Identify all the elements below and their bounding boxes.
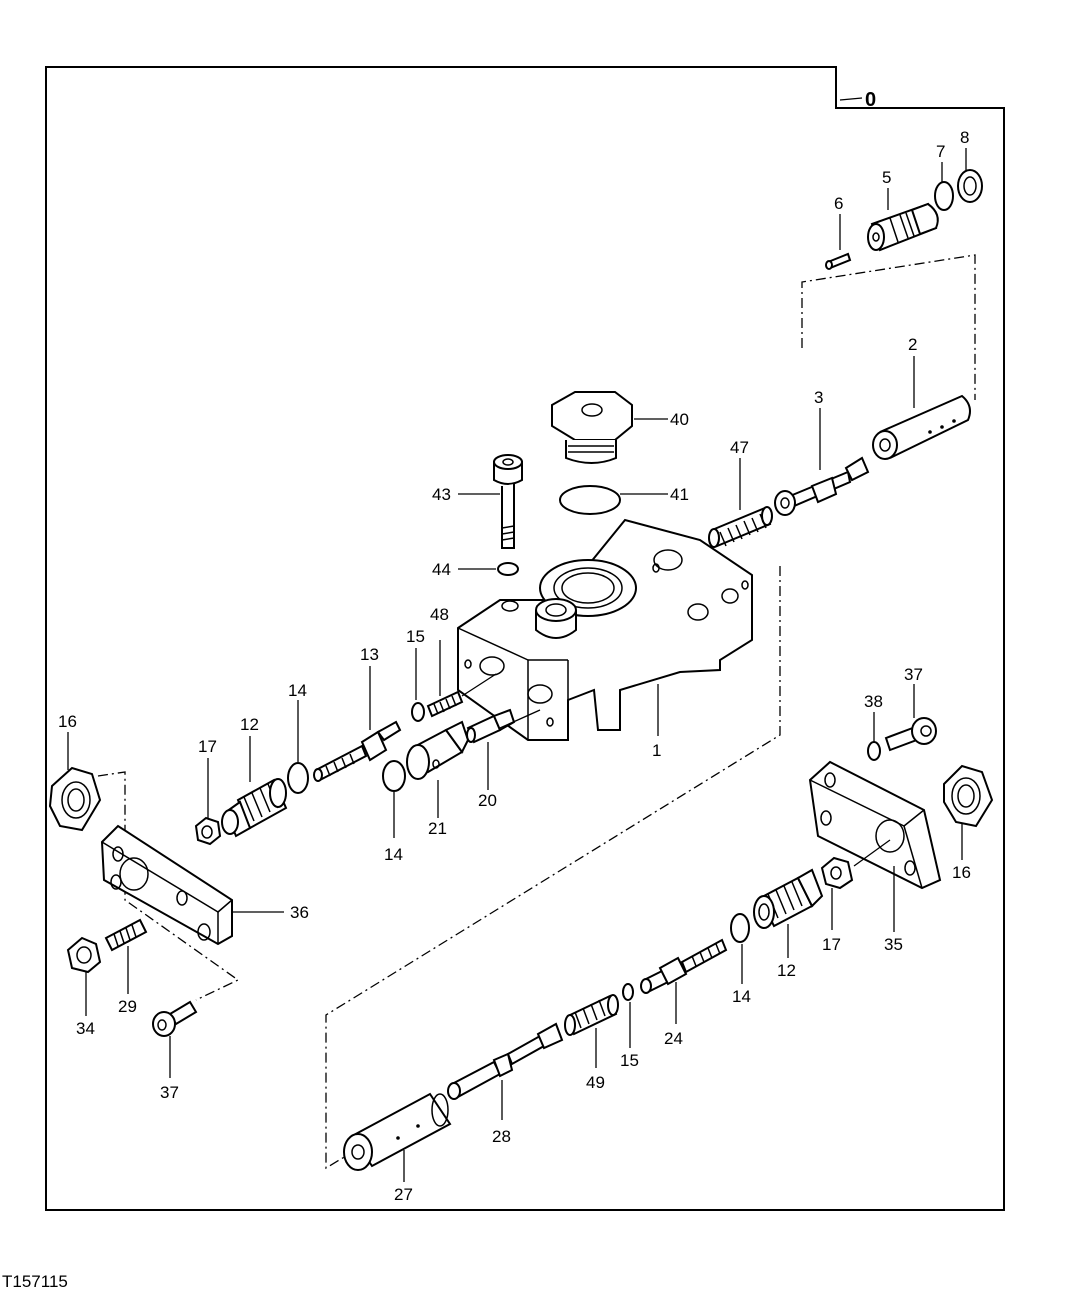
part-49-spring (564, 994, 619, 1036)
part-12-plug-right (753, 868, 824, 929)
callout-47: 47 (730, 438, 749, 457)
callout-17-left: 17 (198, 737, 217, 756)
callout-14-right: 14 (732, 987, 751, 1006)
callout-37-right: 37 (904, 665, 923, 684)
part-20-pin (466, 708, 516, 744)
part-16-nut-left (48, 766, 102, 832)
part-1-valve-body (457, 518, 753, 741)
part-14-o-ring-center (382, 760, 406, 792)
callout-48: 48 (430, 605, 449, 624)
callout-24: 24 (664, 1029, 683, 1048)
part-48-spring (426, 690, 464, 718)
callout-5: 5 (882, 168, 891, 187)
part-35-plate (808, 760, 942, 890)
part-2-sleeve (872, 394, 971, 460)
callout-3: 3 (814, 388, 823, 407)
callout-6: 6 (834, 194, 843, 213)
callout-13: 13 (360, 645, 379, 664)
alignment-line-left (97, 771, 240, 1001)
callout-38: 38 (864, 692, 883, 711)
part-13-spool (313, 720, 402, 782)
callout-20: 20 (478, 791, 497, 810)
callout-12-left: 12 (240, 715, 259, 734)
part-12-plug-left (221, 778, 288, 838)
part-38-washer (867, 741, 881, 761)
part-44-washer (497, 562, 519, 576)
callout-14-center: 14 (384, 845, 403, 864)
callout-21: 21 (428, 819, 447, 838)
part-37-bolt-right (884, 717, 937, 752)
assembly-leader (839, 97, 863, 101)
part-21-sleeve (406, 720, 470, 780)
part-24-spool (640, 938, 728, 994)
callout-17-right: 17 (822, 935, 841, 954)
part-14-o-ring-left (287, 762, 309, 794)
part-41-o-ring (559, 485, 621, 515)
part-8-ring (957, 169, 983, 203)
diagram-frame (45, 66, 1005, 1211)
part-17-nut-left (194, 816, 222, 846)
part-34-nut (66, 936, 102, 974)
callout-34: 34 (76, 1019, 95, 1038)
callout-15-upper: 15 (406, 627, 425, 646)
part-5-plug (867, 202, 939, 252)
figure-id: T157115 (2, 1272, 68, 1291)
callout-assembly: 0 (865, 89, 876, 111)
part-15-o-ring-upper (411, 702, 425, 722)
alignment-line-top (801, 254, 976, 400)
callout-16-left: 16 (58, 712, 77, 731)
part-28-spool (447, 1022, 564, 1100)
callout-44: 44 (432, 560, 451, 579)
part-36-plate (100, 824, 233, 946)
part-14-o-ring-right (730, 913, 750, 943)
part-29-setscrew (104, 918, 148, 952)
callout-15-lower: 15 (620, 1051, 639, 1070)
part-40-plug (551, 391, 633, 464)
part-17-nut-right (820, 856, 854, 890)
callout-1: 1 (652, 741, 661, 760)
part-15-o-ring-lower (622, 983, 634, 1001)
callout-41: 41 (670, 485, 689, 504)
callout-36: 36 (290, 903, 309, 922)
callout-27: 27 (394, 1185, 413, 1204)
callout-40: 40 (670, 410, 689, 429)
callout-16-right: 16 (952, 863, 971, 882)
part-16-nut-right (943, 764, 994, 828)
part-37-bolt-left (152, 1000, 198, 1037)
part-6-pin (825, 252, 852, 270)
callout-2: 2 (908, 335, 917, 354)
part-7-o-ring (934, 181, 954, 211)
callout-14-left: 14 (288, 681, 307, 700)
part-27-sleeve (343, 1092, 452, 1171)
alignment-line-right (325, 566, 781, 1170)
callout-35: 35 (884, 935, 903, 954)
part-47-spring (708, 506, 773, 548)
part-43-bolt (493, 454, 523, 549)
part-3-spool (774, 456, 870, 516)
callout-43: 43 (432, 485, 451, 504)
callout-49: 49 (586, 1073, 605, 1092)
callout-12-right: 12 (777, 961, 796, 980)
callout-29: 29 (118, 997, 137, 1016)
callout-37-left: 37 (160, 1083, 179, 1102)
callout-28: 28 (492, 1127, 511, 1146)
callout-8: 8 (960, 128, 969, 147)
callout-7: 7 (936, 142, 945, 161)
